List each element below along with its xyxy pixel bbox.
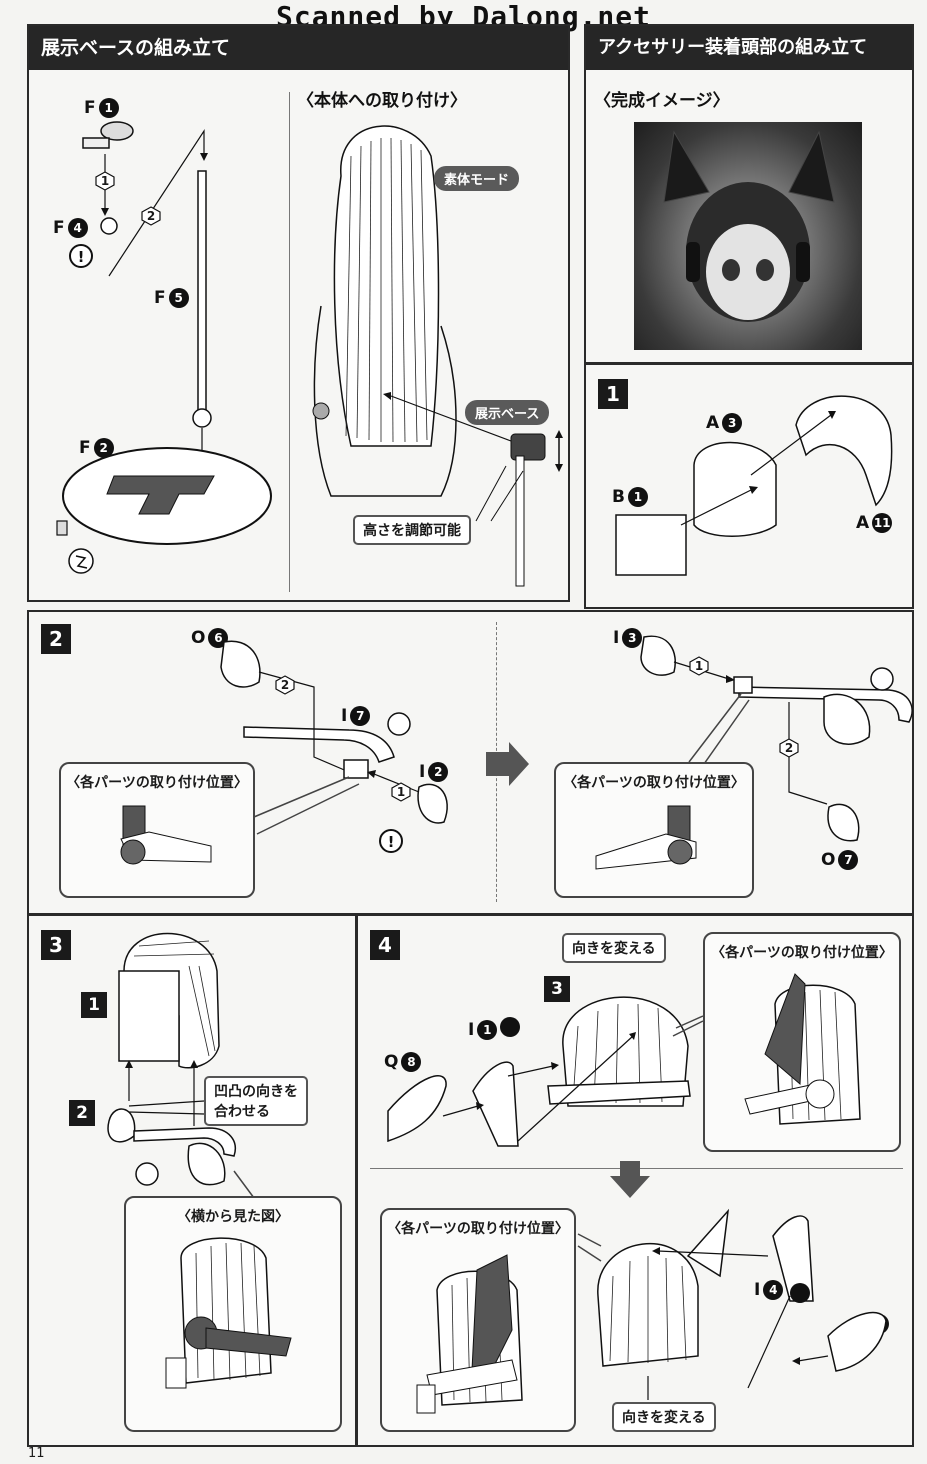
complete-image-subtitle: 〈完成イメージ〉 (594, 91, 730, 111)
step4-sub-3: 3 (544, 976, 570, 1002)
step4-callout-top: 〈各パーツの取り付け位置〉 (703, 932, 901, 1152)
accessory-panel: アクセサリー装着頭部の組み立て 〈完成イメージ〉 (584, 24, 914, 364)
step3-callout: 〈横から見た図〉 (124, 1196, 342, 1432)
step-seq-2: 2 (141, 206, 161, 226)
complete-image-photo (634, 122, 862, 350)
step1-number: 1 (598, 379, 628, 409)
step4-drawing (387, 996, 887, 1400)
step2-callout-right-title: 〈各パーツの取り付け位置〉 (563, 775, 745, 791)
align-tag: 凹凸の向きを 合わせる (204, 1076, 308, 1126)
step2-callout-left: 〈各パーツの取り付け位置〉 (59, 762, 255, 898)
step2-seq-1: 1 (391, 782, 411, 802)
step4-number: 4 (370, 930, 400, 960)
step3-panel: 3 1 2 凹凸の向きを 合わせる 〈横から見た図〉 (27, 914, 357, 1447)
step2-callout-right: 〈各パーツの取り付け位置〉 (554, 762, 754, 898)
step-seq-1: 1 (95, 171, 115, 191)
display-base-title: 展示ベースの組み立て (29, 26, 568, 70)
step3-sub-1: 1 (81, 992, 107, 1018)
height-adjust-tag: 高さを調節可能 (353, 515, 471, 545)
turn-tag-top: 向きを変える (562, 933, 666, 963)
panel-divider (289, 92, 290, 592)
step1-drawing (615, 395, 893, 576)
step4-callout-top-title: 〈各パーツの取り付け位置〉 (711, 945, 893, 961)
figure-back-drawing (312, 125, 563, 587)
accessory-title: アクセサリー装着頭部の組み立て (586, 26, 912, 70)
step2-number: 2 (41, 624, 71, 654)
step4-callout-bottom: 〈各パーツの取り付け位置〉 (380, 1208, 576, 1432)
step2-right-seq-1: 1 (689, 656, 709, 676)
display-base-tag: 展示ベース (465, 400, 550, 425)
turn-tag-bottom: 向きを変える (612, 1402, 716, 1432)
align-tag-line1: 凹凸の向きを (214, 1084, 298, 1100)
step3-sub-2: 2 (69, 1100, 95, 1126)
step3-drawing (107, 932, 255, 1199)
svg-text:!: ! (388, 833, 395, 851)
step2-callout-left-title: 〈各パーツの取り付け位置〉 (66, 775, 248, 791)
step3-number: 3 (41, 930, 71, 960)
svg-text:!: ! (78, 248, 85, 266)
step4-callout-bottom-title: 〈各パーツの取り付け位置〉 (387, 1221, 569, 1237)
body-mode-tag: 素体モード (434, 166, 520, 191)
align-tag-line2: 合わせる (214, 1104, 270, 1120)
stand-drawing: ! (56, 121, 272, 574)
step4-panel: 4 3 向きを変える 向きを変える Q8 I1 I4 Q7 (356, 914, 914, 1447)
step2-seq-2: 2 (275, 675, 295, 695)
attach-subtitle: 〈本体への取り付け〉 (297, 91, 467, 111)
step2-drawing: ! (220, 635, 913, 853)
page-number: 11 (28, 1446, 45, 1461)
step2-right-seq-2: 2 (779, 738, 799, 758)
step3-callout-title: 〈横から見た図〉 (177, 1209, 289, 1225)
